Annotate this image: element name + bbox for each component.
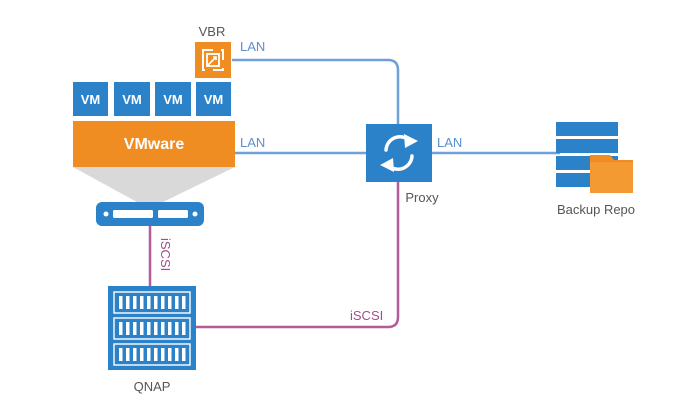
link-label-vbr-proxy: LAN bbox=[240, 39, 265, 54]
link-label-host-qnap: iSCSI bbox=[158, 238, 173, 271]
vm-label: VM bbox=[122, 92, 142, 107]
repo-node: Backup Repo bbox=[556, 122, 635, 217]
storage-with-folder-icon bbox=[556, 122, 633, 193]
qnap-label: QNAP bbox=[134, 379, 171, 394]
repo-label: Backup Repo bbox=[557, 202, 635, 217]
sync-arrows-icon bbox=[366, 124, 432, 182]
vm-row: VM VM VM VM bbox=[73, 82, 231, 116]
connections bbox=[148, 58, 560, 329]
link-label-vmware-proxy: LAN bbox=[240, 135, 265, 150]
link-vbr-proxy-line bbox=[232, 58, 400, 124]
vmware-node: VMware bbox=[73, 121, 235, 202]
link-label-qnap-proxy: iSCSI bbox=[350, 308, 383, 323]
qnap-node: QNAP bbox=[108, 286, 196, 394]
vm-box bbox=[73, 82, 108, 116]
vm-box bbox=[196, 82, 231, 116]
proxy-node: Proxy bbox=[366, 124, 439, 205]
vm-label: VM bbox=[204, 92, 224, 107]
vbr-label: VBR bbox=[199, 24, 226, 39]
server-host-icon bbox=[96, 202, 204, 226]
vm-box bbox=[114, 82, 150, 116]
vm-label: VM bbox=[163, 92, 183, 107]
vm-label: VM bbox=[81, 92, 101, 107]
vm-box bbox=[155, 82, 191, 116]
link-qnap-proxy-line bbox=[196, 182, 400, 329]
vmware-label: VMware bbox=[124, 136, 185, 153]
vmware-bar bbox=[73, 121, 235, 167]
storage-array-icon bbox=[108, 286, 196, 370]
proxy-label: Proxy bbox=[405, 190, 439, 205]
link-label-proxy-repo: LAN bbox=[437, 135, 462, 150]
funnel-shape bbox=[73, 167, 235, 202]
vbr-node: VBR bbox=[195, 24, 231, 78]
veeam-backup-server-icon bbox=[195, 42, 231, 78]
